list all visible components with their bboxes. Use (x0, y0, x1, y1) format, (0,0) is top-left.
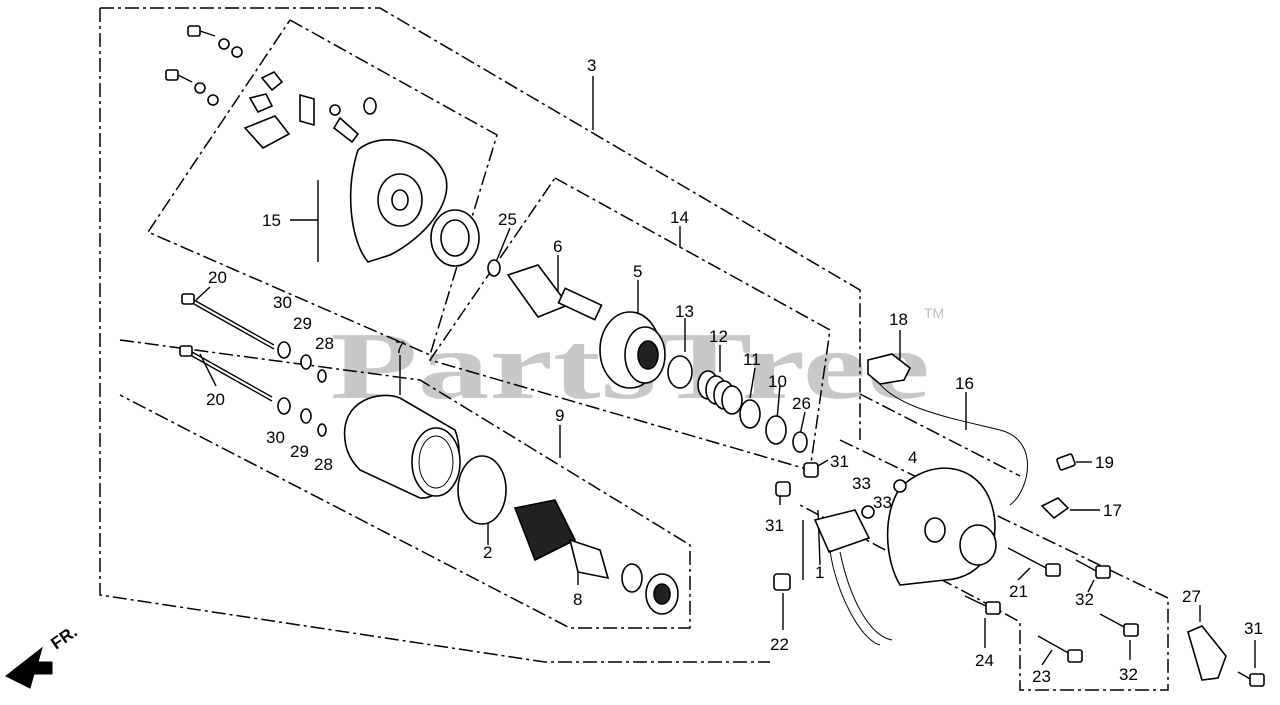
callout-12: 12 (709, 327, 728, 346)
callout-15: 15 (262, 211, 281, 230)
nut-33-b (861, 505, 875, 519)
through-bolt-upper (181, 293, 275, 350)
direction-label: FR. (47, 622, 80, 653)
callout-16: 16 (955, 374, 974, 393)
callout-2: 2 (483, 543, 492, 562)
callout-31-c: 31 (1244, 619, 1263, 638)
callout-13: 13 (675, 302, 694, 321)
boundary-brush-holder (146, 19, 498, 357)
callout-4: 4 (908, 448, 917, 467)
ring-13 (667, 355, 693, 389)
callout-17: 17 (1103, 501, 1122, 520)
nut-33-a (893, 479, 907, 493)
clamp-17 (1040, 497, 1070, 520)
leader-lines (195, 76, 1256, 668)
callout-24: 24 (975, 651, 994, 670)
callout-20-upper: 20 (208, 268, 227, 287)
boundary-main-assembly (100, 7, 861, 440)
washers-28-29-30 (277, 341, 327, 437)
boundary-main-assembly-left (99, 8, 770, 663)
bolt-32-upper (1075, 559, 1111, 579)
callout-9: 9 (555, 406, 564, 425)
callout-30-lower: 30 (266, 428, 285, 447)
through-bolt-lower (179, 345, 273, 402)
callout-30-upper: 30 (273, 293, 292, 312)
pinion-shaft (506, 264, 603, 321)
callout-14: 14 (670, 208, 689, 227)
callout-22: 22 (770, 635, 789, 654)
nut-22 (773, 573, 791, 591)
boundary-link-1 (859, 393, 1021, 477)
boundary-armature-case (119, 339, 691, 629)
callout-20-lower: 20 (206, 390, 225, 409)
spring-12 (697, 370, 743, 415)
callout-8: 8 (573, 590, 582, 609)
callout-labels: 1 2 3 4 5 6 7 8 9 10 11 12 13 14 15 16 1… (206, 56, 1263, 686)
callout-19: 19 (1095, 453, 1114, 472)
clip-26 (792, 431, 808, 453)
callout-31-a: 31 (765, 516, 784, 535)
boundary-right-subassembly (799, 439, 1169, 691)
callout-32-lower: 32 (1119, 665, 1138, 684)
bracket-27 (1187, 625, 1227, 681)
callout-28-upper: 28 (315, 334, 334, 353)
callout-26: 26 (792, 394, 811, 413)
callout-1: 1 (815, 563, 824, 582)
armature (513, 499, 679, 615)
bolt-23 (1037, 635, 1083, 663)
motor-case (343, 394, 461, 499)
callout-31-b: 31 (830, 452, 849, 471)
callout-25: 25 (498, 210, 517, 229)
bolt-top-1 (187, 25, 243, 58)
clutch-gear (599, 311, 666, 389)
arrow-icon (5, 646, 53, 689)
callout-3: 3 (587, 56, 596, 75)
front-direction-arrow: FR. (5, 622, 81, 689)
callout-33-a: 33 (852, 474, 871, 493)
callout-32-upper: 32 (1075, 590, 1094, 609)
callout-29-lower: 29 (290, 442, 309, 461)
brush-holder (243, 70, 377, 150)
callout-28-lower: 28 (314, 455, 333, 474)
bolt-top-2 (165, 69, 219, 106)
watermark-tm: TM (924, 305, 944, 321)
nut-31-a (775, 481, 791, 497)
bolt-21 (1007, 547, 1061, 577)
o-ring (457, 455, 507, 525)
callout-21: 21 (1009, 582, 1028, 601)
callout-5: 5 (633, 262, 642, 281)
callout-29-upper: 29 (293, 314, 312, 333)
washer-10 (765, 415, 787, 445)
nut-31-b (803, 462, 819, 478)
rear-housing (886, 467, 997, 586)
callout-10: 10 (768, 372, 787, 391)
parts (165, 25, 1265, 687)
callout-11: 11 (743, 350, 761, 369)
callout-27: 27 (1182, 587, 1201, 606)
callout-18: 18 (889, 310, 908, 329)
callout-33-b: 33 (873, 493, 892, 512)
callout-23: 23 (1032, 667, 1051, 686)
callout-6: 6 (553, 237, 562, 256)
callout-7: 7 (395, 338, 404, 357)
solenoid (813, 509, 893, 646)
bolt-19 (1056, 453, 1076, 471)
terminal-cap (867, 353, 1028, 506)
front-cover (349, 139, 501, 277)
bolt-24 (964, 595, 1001, 615)
assembly-boundaries (99, 7, 1169, 691)
collar-11 (739, 399, 761, 429)
bolt-31-c (1237, 671, 1265, 687)
bolt-32-lower (1099, 613, 1139, 637)
